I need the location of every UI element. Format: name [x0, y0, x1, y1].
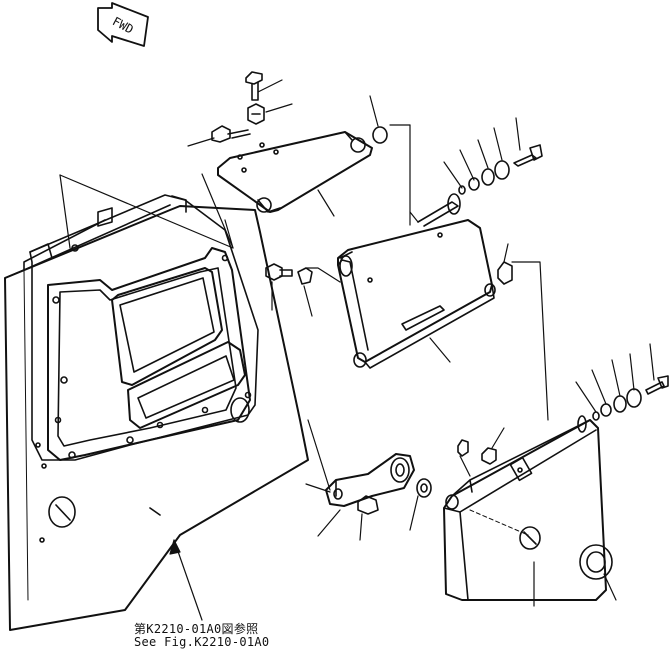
washer-set-upper-icon [443, 117, 543, 195]
reference-arrow [169, 539, 203, 621]
hinge-bracket [305, 419, 415, 507]
clip-mid-icon [497, 243, 549, 421]
nut-lower-icon [481, 427, 505, 465]
lower-lid [443, 415, 607, 607]
dash-panel [4, 194, 309, 631]
reference-caption-japanese: 第K2210-01A0図参照 [134, 622, 259, 636]
leader-mid-lid [429, 337, 451, 363]
hinge-bolt-icon [317, 495, 379, 541]
clip-nut-icon [247, 103, 293, 125]
flange-bolt-icon [187, 125, 251, 147]
fwd-label: FWD [110, 14, 136, 37]
bolt-top-icon [245, 71, 283, 101]
washer-set-lower-icon [575, 343, 669, 421]
reference-leaders [59, 173, 234, 249]
bushing-icon [409, 478, 432, 531]
reference-caption-english: See Fig.K2210-01A0 [134, 635, 270, 649]
nut-mid-icon [297, 267, 341, 317]
bolt-mid-icon [265, 263, 293, 311]
middle-lid [337, 124, 496, 369]
fwd-arrow-icon: FWD [97, 2, 149, 47]
leader-upper-cover [317, 189, 335, 217]
oring-upper-icon [369, 95, 388, 144]
upper-cover-plate [217, 131, 373, 213]
seal-ring-icon [579, 544, 617, 601]
pin-lower-icon [457, 439, 471, 477]
